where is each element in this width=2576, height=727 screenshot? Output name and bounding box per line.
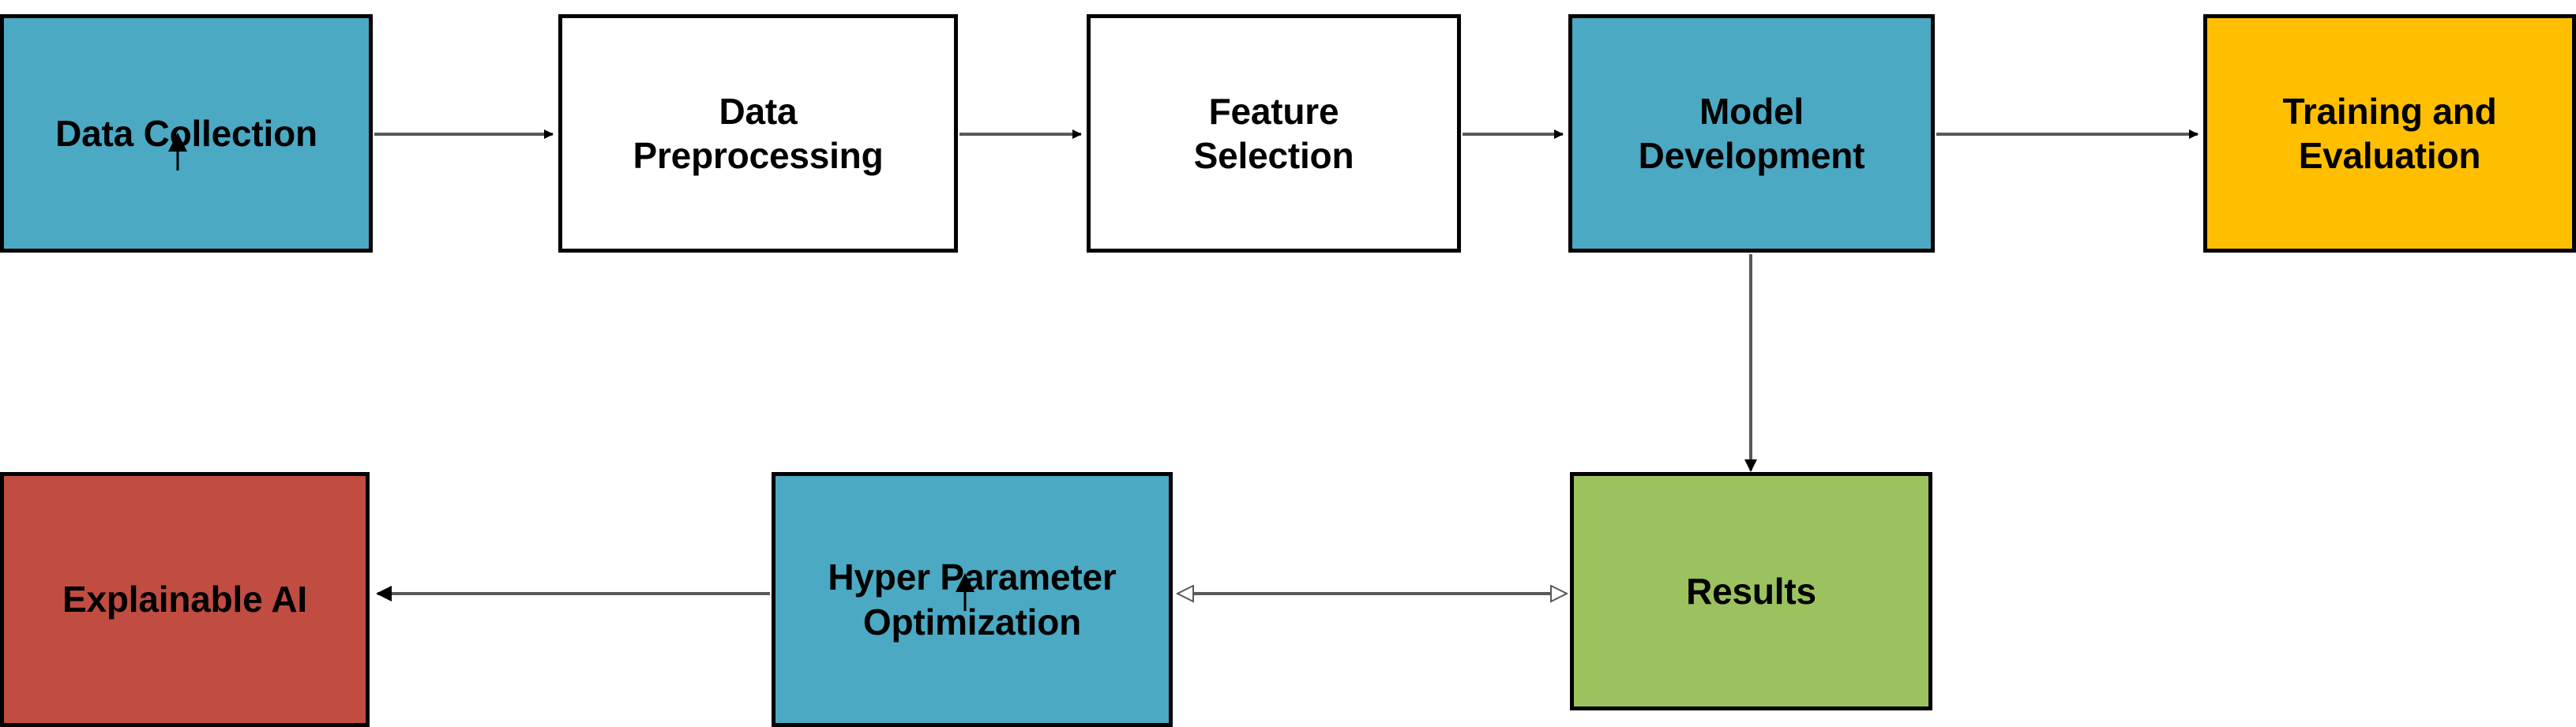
node-feature-selection[interactable]: Feature Selection xyxy=(1087,14,1461,253)
node-label-hyper-parameter-optimization: Hyper Parameter Optimization xyxy=(828,556,1117,643)
node-label-feature-selection: Feature Selection xyxy=(1193,90,1354,176)
node-training-and-evaluation[interactable]: Training and Evaluation xyxy=(2203,14,2576,253)
node-data-collection[interactable]: Data Collection xyxy=(0,14,373,253)
node-label-data-preprocessing: Data Preprocessing xyxy=(633,90,884,176)
node-label-explainable-ai: Explainable AI xyxy=(62,579,307,620)
node-label-model-development: Model Development xyxy=(1638,90,1865,176)
node-label-training-and-evaluation: Training and Evaluation xyxy=(2282,90,2497,176)
node-model-development[interactable]: Model Development xyxy=(1568,14,1935,253)
node-explainable-ai[interactable]: Explainable AI xyxy=(0,472,370,727)
node-hyper-parameter-optimization[interactable]: Hyper Parameter Optimization xyxy=(772,472,1173,727)
node-results[interactable]: Results xyxy=(1570,472,1932,710)
node-data-preprocessing[interactable]: Data Preprocessing xyxy=(558,14,958,253)
node-label-data-collection: Data Collection xyxy=(55,112,317,154)
node-label-results: Results xyxy=(1686,570,1816,612)
